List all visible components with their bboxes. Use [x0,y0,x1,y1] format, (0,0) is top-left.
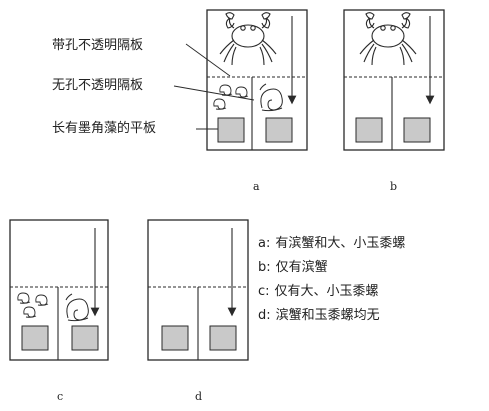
tank-a-outline [206,9,308,151]
large-snail-icon [65,293,89,322]
tank-b-algae-plate-left [355,117,383,143]
solid-board-leader [173,85,255,101]
crab-icon [359,12,417,66]
legend-text: 仅有大、小玉黍螺 [274,284,379,299]
legend-key: d: [258,308,271,323]
legend-key: b: [258,260,271,275]
tank-b-algae-plate-right [403,117,431,143]
tank-a [206,9,308,151]
caption-b: b [390,180,398,193]
tank-b [343,9,445,151]
tank-a-algae-plate-right [265,117,293,143]
legend-item-d: d: 滨蟹和玉黍螺均无 [258,308,380,324]
caption-a: a [253,180,260,193]
snail-icon [17,292,31,304]
solid-board-label: 无孔不透明隔板 [52,78,144,93]
legend-text: 有滨蟹和大、小玉黍螺 [275,236,406,251]
tank-d-algae-plate-right [209,325,237,351]
snail-icon [35,294,49,306]
legend-item-a: a: 有滨蟹和大、小玉黍螺 [258,236,405,252]
snail-icon [23,306,37,318]
algae-plate-label: 长有墨角藻的平板 [52,121,157,136]
tank-c-algae-plate-left [21,325,49,351]
caption-d: d [195,390,203,403]
large-snail-icon [259,83,283,112]
tank-c-outline [9,219,109,361]
tank-c [9,219,109,361]
snail-icon [213,98,227,110]
legend-item-b: b: 仅有滨蟹 [258,260,328,276]
legend-key: c: [258,284,270,299]
snail-icon [235,86,249,98]
legend-item-c: c: 仅有大、小玉黍螺 [258,284,379,300]
crab-icon [219,12,277,66]
tank-a-algae-plate-left [217,117,245,143]
legend-text: 滨蟹和玉黍螺均无 [275,308,380,323]
caption-c: c [57,390,64,403]
legend-key: a: [258,236,271,251]
tank-d-algae-plate-left [161,325,189,351]
tank-d [147,219,249,361]
snail-icon [219,84,233,96]
legend-text: 仅有滨蟹 [275,260,328,275]
perforated-board-label: 带孔不透明隔板 [52,38,144,53]
tank-c-algae-plate-right [71,325,99,351]
perforated-board-leader [185,43,231,77]
tank-b-outline [343,9,445,151]
